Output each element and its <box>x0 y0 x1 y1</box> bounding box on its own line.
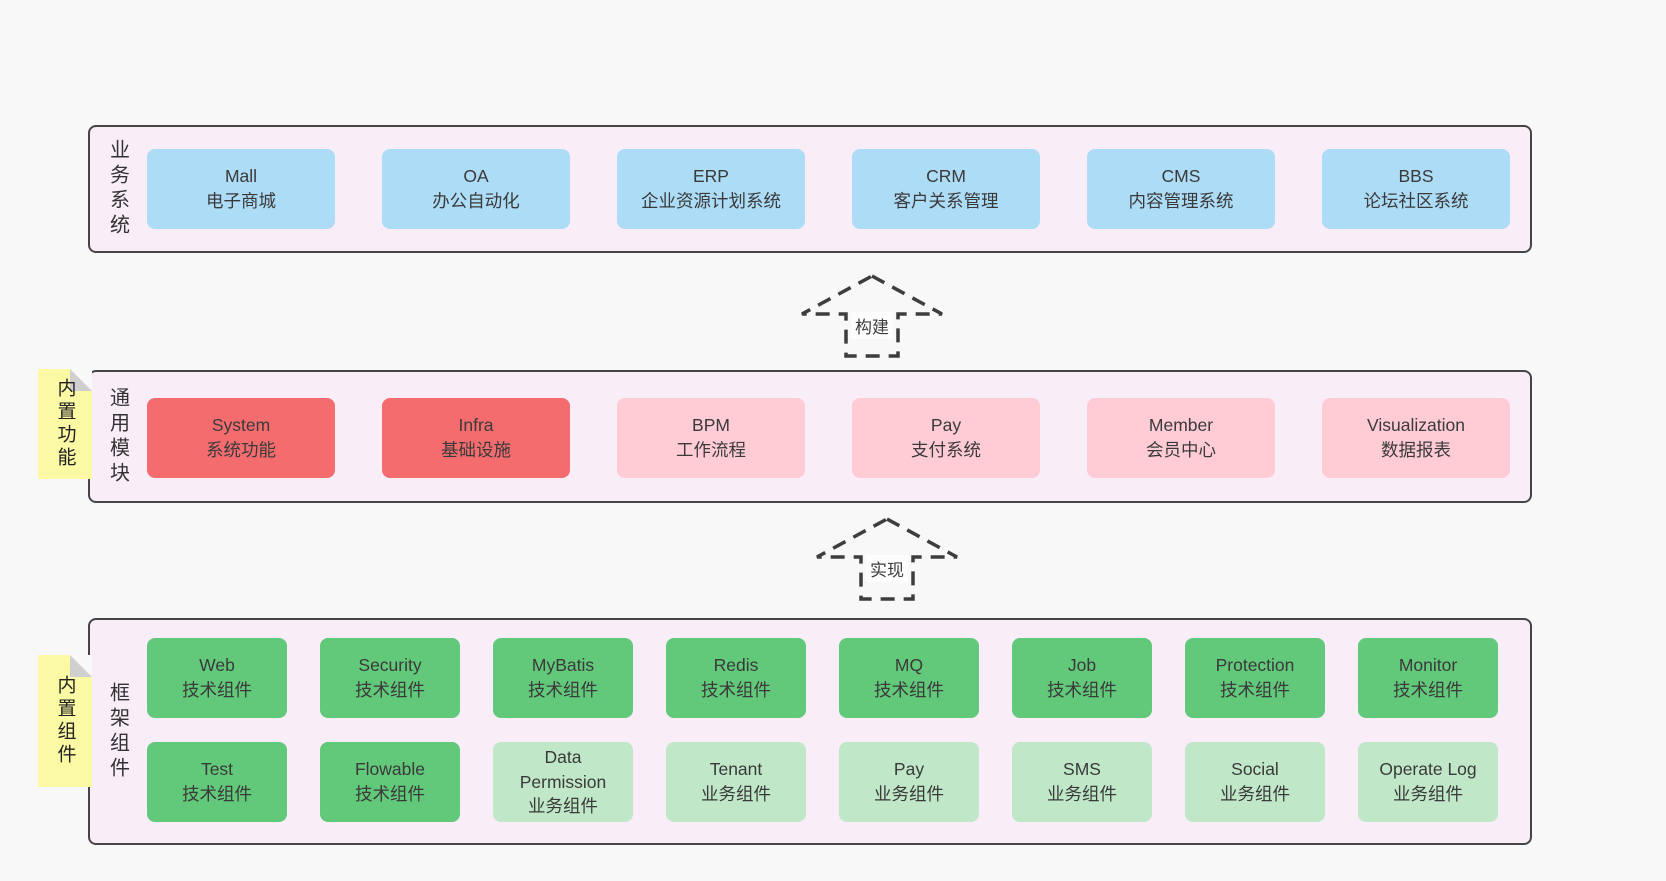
arrow-implement: 实现 <box>815 517 959 601</box>
box-redis: Redis 技术组件 <box>666 638 806 718</box>
box-bbs: BBS 论坛社区系统 <box>1322 149 1510 229</box>
box-member: Member 会员中心 <box>1087 398 1275 478</box>
box-visualization: Visualization 数据报表 <box>1322 398 1510 478</box>
layer-framework-components-label: 框架组件 <box>106 681 129 782</box>
framework-components-row-2: Test 技术组件 Flowable 技术组件 Data Permission … <box>147 742 1520 822</box>
box-mybatis: MyBatis 技术组件 <box>493 638 633 718</box>
layer-framework-components: 框架组件 Web 技术组件 Security 技术组件 MyBatis 技术组件… <box>88 618 1532 845</box>
dashed-up-arrow-icon <box>816 517 958 601</box>
arrow-build: 构建 <box>800 274 944 358</box>
layer-common-modules: 通用模块 System 系统功能 Infra 基础设施 BPM 工作流程 Pay… <box>88 370 1532 503</box>
box-erp: ERP 企业资源计划系统 <box>617 149 805 229</box>
box-monitor: Monitor 技术组件 <box>1358 638 1498 718</box>
box-web: Web 技术组件 <box>147 638 287 718</box>
box-bpm: BPM 工作流程 <box>617 398 805 478</box>
box-infra: Infra 基础设施 <box>382 398 570 478</box>
box-security: Security 技术组件 <box>320 638 460 718</box>
arrow-implement-label: 实现 <box>866 555 908 582</box>
box-sms: SMS 业务组件 <box>1012 742 1152 822</box>
box-test: Test 技术组件 <box>147 742 287 822</box>
layer-business-systems: 业务系统 Mall 电子商城 OA 办公自动化 ERP 企业资源计划系统 CRM… <box>88 125 1532 253</box>
box-oa: OA 办公自动化 <box>382 149 570 229</box>
folded-corner-icon <box>70 369 92 391</box>
business-systems-row: Mall 电子商城 OA 办公自动化 ERP 企业资源计划系统 CRM 客户关系… <box>147 149 1520 229</box>
box-flowable: Flowable 技术组件 <box>320 742 460 822</box>
box-tenant: Tenant 业务组件 <box>666 742 806 822</box>
box-pay-component: Pay 业务组件 <box>839 742 979 822</box>
box-protection: Protection 技术组件 <box>1185 638 1325 718</box>
box-job: Job 技术组件 <box>1012 638 1152 718</box>
layer-label-wrap: 通用模块 <box>100 372 136 501</box>
box-crm: CRM 客户关系管理 <box>852 149 1040 229</box>
box-mall: Mall 电子商城 <box>147 149 335 229</box>
sticky-note-builtin-components: 内置组件 <box>38 655 92 787</box>
layer-label-wrap: 业务系统 <box>100 127 136 251</box>
box-social: Social 业务组件 <box>1185 742 1325 822</box>
layer-label-wrap: 框架组件 <box>100 620 136 843</box>
layer-common-modules-label: 通用模块 <box>106 386 129 487</box>
box-data-permission: Data Permission 业务组件 <box>493 742 633 822</box>
sticky-note-builtin-features: 内置功能 <box>38 369 92 479</box>
box-mq: MQ 技术组件 <box>839 638 979 718</box>
sticky-builtin-features-label: 内置功能 <box>54 378 76 470</box>
layer-business-systems-label: 业务系统 <box>106 139 129 239</box>
common-modules-row: System 系统功能 Infra 基础设施 BPM 工作流程 Pay 支付系统… <box>147 398 1520 478</box>
box-pay: Pay 支付系统 <box>852 398 1040 478</box>
framework-components-row-1: Web 技术组件 Security 技术组件 MyBatis 技术组件 Redi… <box>147 638 1520 718</box>
arrow-build-label: 构建 <box>851 312 893 339</box>
box-cms: CMS 内容管理系统 <box>1087 149 1275 229</box>
sticky-builtin-components-label: 内置组件 <box>54 675 76 767</box>
box-operate-log: Operate Log 业务组件 <box>1358 742 1498 822</box>
folded-corner-icon <box>70 655 92 677</box>
box-system: System 系统功能 <box>147 398 335 478</box>
dashed-up-arrow-icon <box>801 274 943 358</box>
